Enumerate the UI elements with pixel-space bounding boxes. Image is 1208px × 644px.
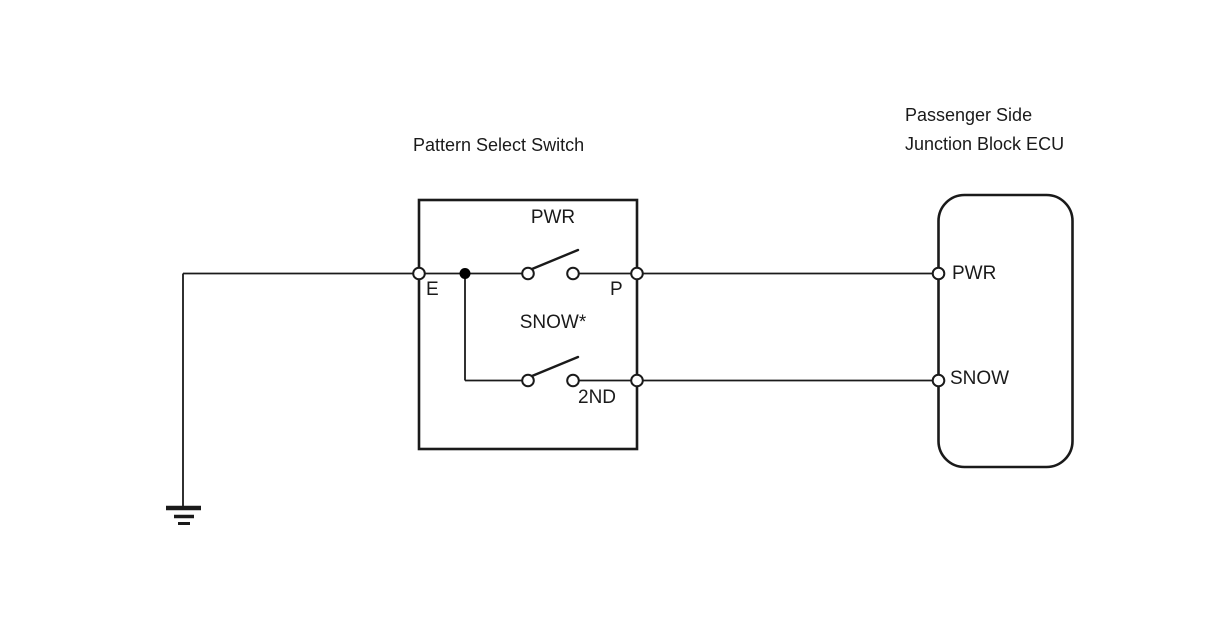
pwr-switch-contact-right — [566, 266, 580, 281]
snow-switch-label: SNOW* — [519, 312, 587, 333]
snow-switch-blade — [530, 355, 580, 378]
terminals — [412, 266, 946, 388]
ecu-terminal-pwr-label: PWR — [952, 263, 997, 284]
ecu-terminal-snow-circle — [931, 373, 946, 388]
pwr-switch-blade — [530, 248, 580, 271]
terminal-p-label: P — [610, 279, 623, 300]
pwr-switch-contact-left — [521, 266, 535, 281]
terminal-2nd-circle — [630, 373, 644, 388]
ecu-terminal-snow-label: SNOW — [950, 368, 1010, 389]
terminal-2nd-label: 2ND — [578, 387, 617, 408]
ecu-title-line1: Passenger Side — [905, 105, 1033, 125]
snow-switch-contact-left — [521, 373, 535, 388]
ecu-title-line2: Junction Block ECU — [905, 134, 1065, 154]
terminal-e-circle — [412, 266, 426, 281]
ecu-terminal-pwr-circle — [931, 266, 946, 281]
terminal-e-label: E — [426, 279, 439, 300]
snow-switch-contact-right — [566, 373, 580, 388]
terminal-p-circle — [630, 266, 644, 281]
junction-dot — [459, 268, 471, 279]
ground-icon — [166, 505, 201, 525]
ecu-box-title: Passenger Side Junction Block ECU — [905, 101, 1064, 159]
pwr-switch-label: PWR — [530, 207, 576, 228]
junction-block-ecu-box — [937, 193, 1074, 469]
switch-blades — [530, 248, 580, 378]
switch-box-title: Pattern Select Switch — [413, 135, 585, 155]
pattern-select-switch-box — [417, 198, 639, 451]
